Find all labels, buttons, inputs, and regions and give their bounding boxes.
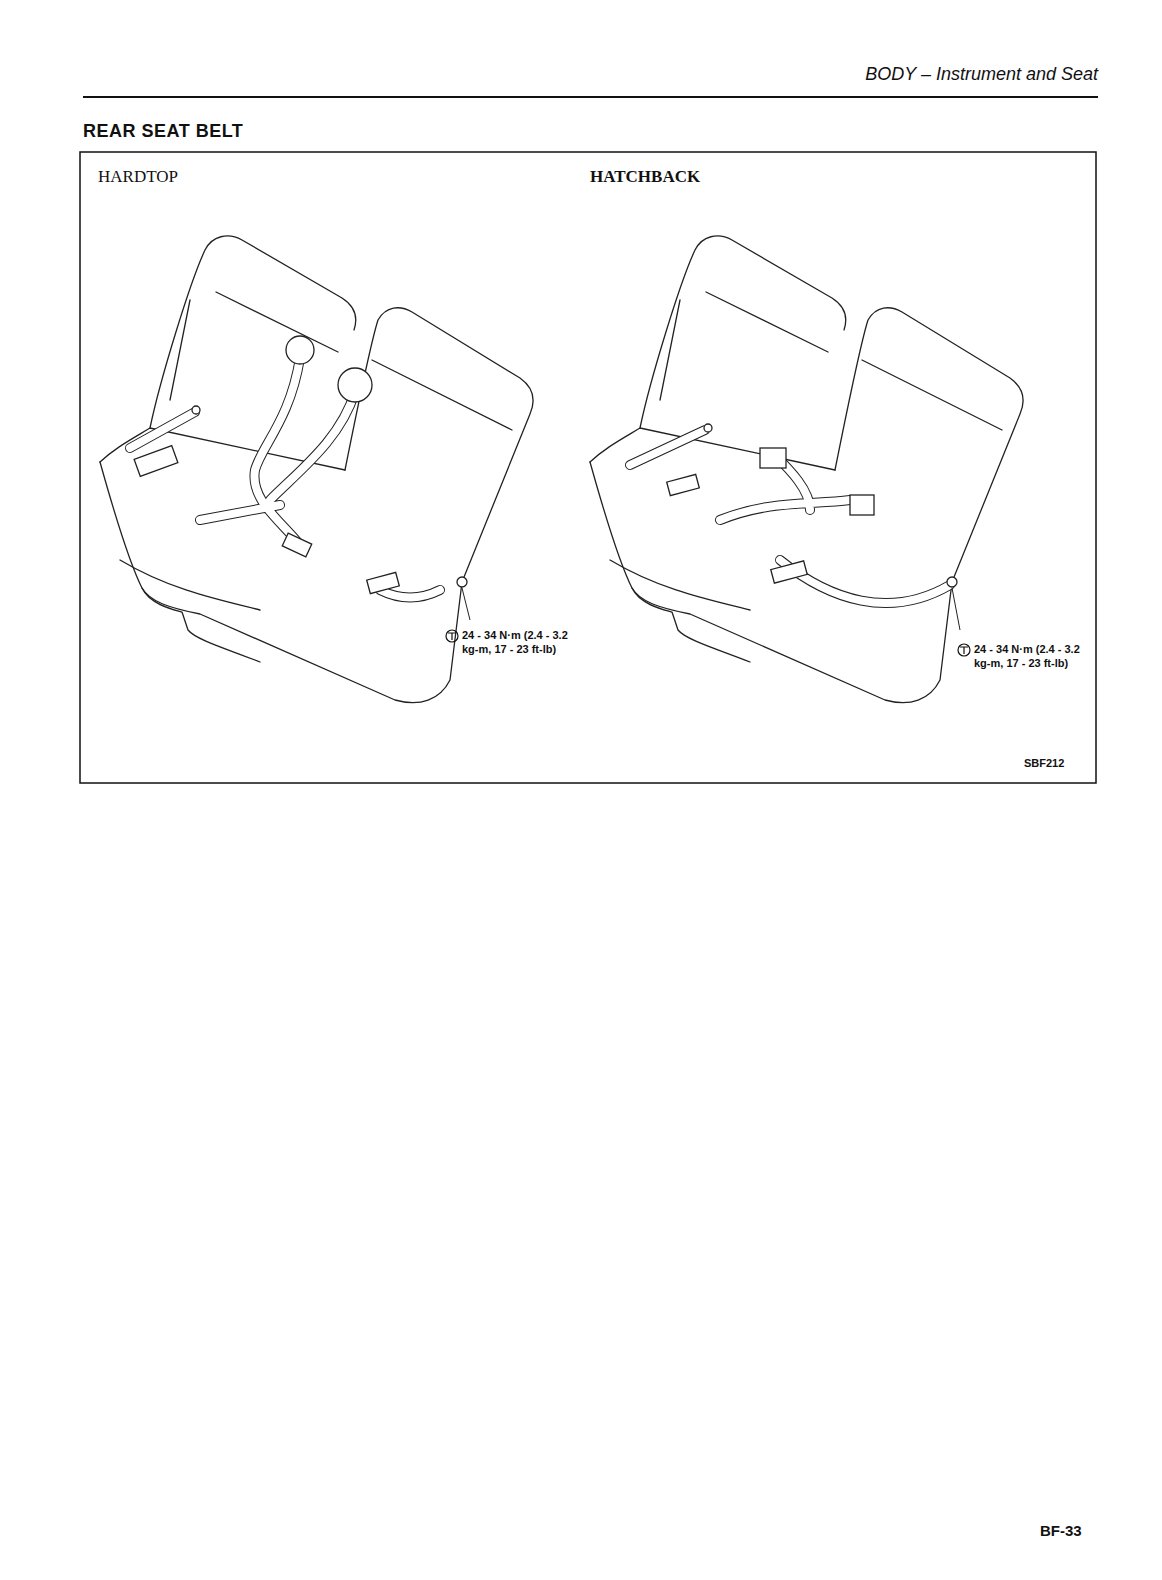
- variant-heading: HARDTOP: [98, 167, 178, 187]
- figure-frame: [80, 152, 1096, 783]
- variant-heading: HATCHBACK: [590, 167, 700, 187]
- page-header: BODY – Instrument and Seat: [865, 64, 1098, 85]
- header-rule: [83, 96, 1098, 98]
- torque-spec: 24 - 34 N·m (2.4 - 3.2 kg-m, 17 - 23 ft-…: [974, 642, 1082, 671]
- figure-code: SBF212: [1024, 757, 1064, 769]
- hatchback-seat: [590, 236, 1023, 703]
- torque-spec: 24 - 34 N·m (2.4 - 3.2 kg-m, 17 - 23 ft-…: [462, 628, 570, 657]
- page-number: BF-33: [1040, 1522, 1082, 1539]
- section-title: REAR SEAT BELT: [83, 121, 243, 142]
